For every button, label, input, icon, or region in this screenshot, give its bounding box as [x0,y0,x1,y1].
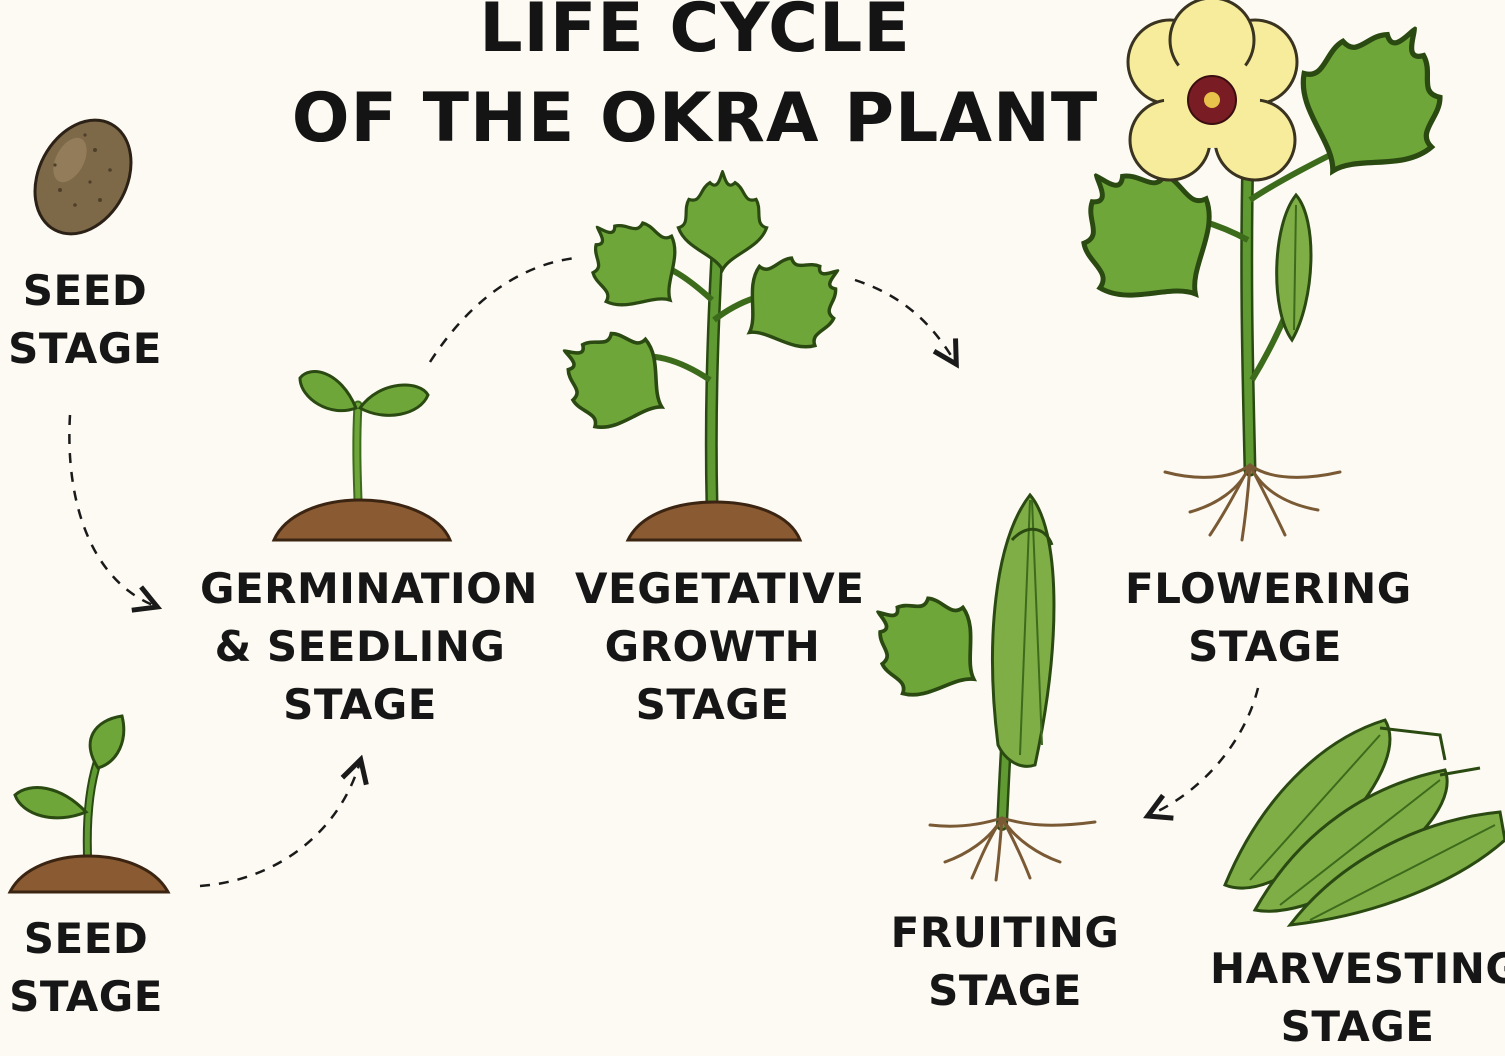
seed-stage-label-top: SEED STAGE [0,262,170,378]
title-line-1: LIFE CYCLE [290,0,1100,74]
vegetative-line-2: GROWTH [575,618,850,676]
flowering-stage-label: FLOWERING STAGE [1125,560,1405,676]
seed-stage-top-line-1: SEED [0,262,170,320]
title-line-2: OF THE OKRA PLANT [290,74,1100,164]
flowering-line-1: FLOWERING [1125,560,1405,618]
page-title: LIFE CYCLE OF THE OKRA PLANT [290,0,1100,164]
fruiting-line-1: FRUITING [880,904,1130,962]
seed-stage-label-bottom: SEED STAGE [0,910,172,1026]
vegetative-stage-label: VEGETATIVE GROWTH STAGE [575,560,850,734]
harvested-pods-illustration [1225,720,1505,925]
seed-illustration [16,103,150,250]
flowering-plant-illustration [1044,0,1478,540]
flowering-roots [1165,465,1340,540]
okra-flower [1128,0,1297,180]
vegetative-plant-illustration [540,172,865,540]
vegetative-line-1: VEGETATIVE [575,560,850,618]
germination-line-1: GERMINATION [200,560,520,618]
germination-line-2: & SEEDLING [200,618,520,676]
arrow-vegetative-to-fruiting [855,280,955,362]
fruiting-stage-label: FRUITING STAGE [880,904,1130,1020]
germination-seedling-illustration [274,372,450,540]
arrow-flowering-to-fruiting [1150,688,1258,815]
flowering-line-2: STAGE [1125,618,1405,676]
arrow-germination-to-vegetative [430,258,575,362]
seed-bottom-seedling-illustration [10,716,168,892]
harvesting-line-2: STAGE [1210,998,1505,1056]
germination-stage-label: GERMINATION & SEEDLING STAGE [200,560,520,734]
fruiting-roots [930,818,1095,880]
arrow-seedbottom-to-germination [200,762,360,886]
harvesting-stage-label: HARVESTING STAGE [1210,940,1505,1056]
seed-stage-bottom-line-2: STAGE [0,968,172,1026]
seed-stage-top-line-2: STAGE [0,320,170,378]
fruiting-plant-illustration [848,495,1095,880]
fruiting-line-2: STAGE [880,962,1130,1020]
vegetative-line-3: STAGE [575,676,850,734]
seed-stage-bottom-line-1: SEED [0,910,172,968]
arrow-seed-to-germination [69,415,155,606]
germination-line-3: STAGE [200,676,520,734]
harvesting-line-1: HARVESTING [1210,940,1505,998]
